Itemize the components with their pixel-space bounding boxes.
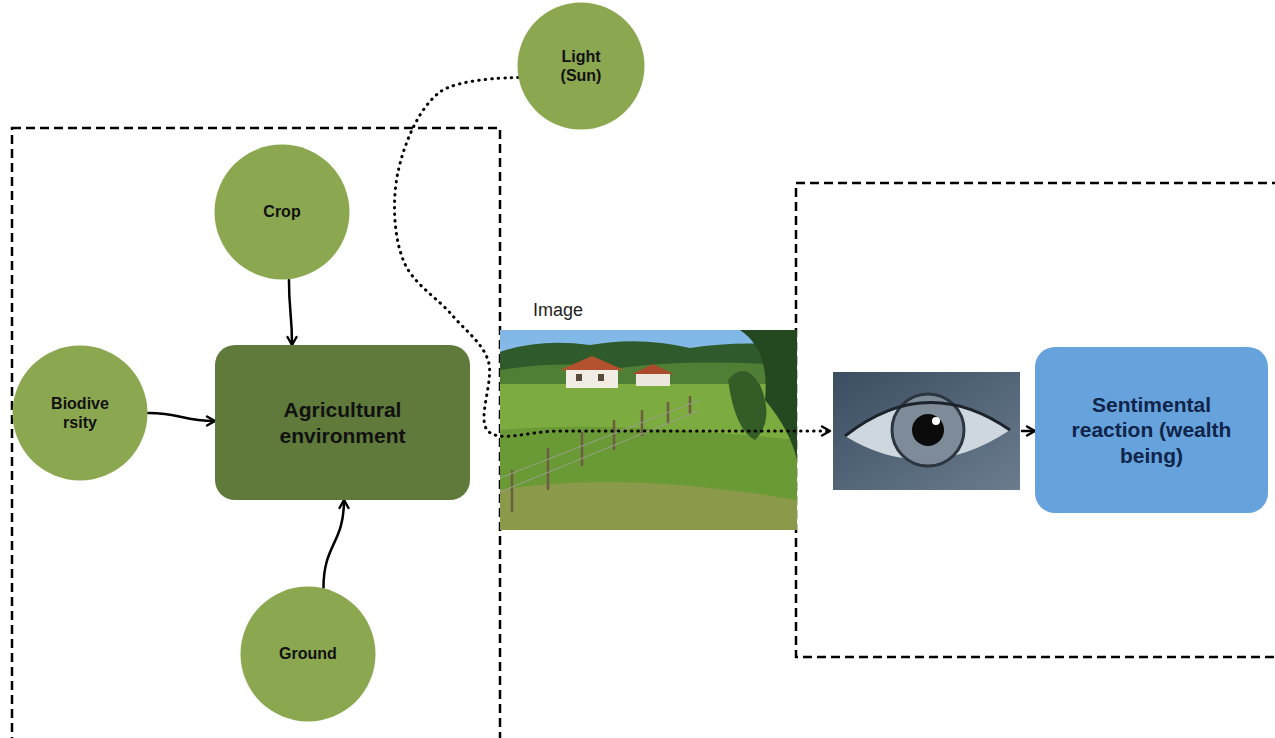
factor-circle: Ground — [240, 586, 376, 722]
circle-fill — [518, 3, 645, 130]
circle-outline — [12, 345, 148, 481]
dashed-region — [796, 183, 1275, 657]
box-outline — [215, 345, 470, 500]
circle-fill — [241, 587, 376, 722]
connector — [395, 78, 1035, 437]
node-label: Crop — [263, 202, 300, 221]
eye-photo — [833, 372, 1020, 490]
connector — [323, 500, 344, 588]
factor-circle: Crop — [214, 144, 350, 280]
circle-fill — [13, 346, 148, 481]
circle-outline — [517, 2, 645, 130]
connector — [289, 280, 292, 345]
arrow-connector — [148, 413, 215, 421]
arrow-connector — [323, 500, 344, 588]
source-circle: Light (Sun) — [517, 2, 645, 130]
node-label: Ground — [279, 644, 337, 663]
factor-circle: Biodive rsity — [12, 345, 148, 481]
image-label: Image — [533, 300, 583, 322]
process-box: Agricultural environment — [215, 345, 470, 500]
circle-fill — [215, 145, 350, 280]
landscape-photo — [500, 330, 797, 530]
node-label: Biodive rsity — [44, 394, 116, 432]
arrow-connector — [289, 280, 292, 345]
node-label: Light (Sun) — [546, 47, 616, 85]
box-fill — [215, 345, 470, 500]
dashed-region — [12, 128, 500, 738]
connector — [148, 413, 215, 421]
node-label: Agricultural environment — [258, 397, 428, 447]
outcome-box: Sentimental reaction (wealth being) — [1035, 347, 1268, 513]
node-label: Sentimental reaction (wealth being) — [1072, 392, 1232, 468]
arrow-connector — [1022, 430, 1035, 433]
image-frame: Image — [500, 330, 797, 530]
box-fill — [1035, 347, 1268, 513]
